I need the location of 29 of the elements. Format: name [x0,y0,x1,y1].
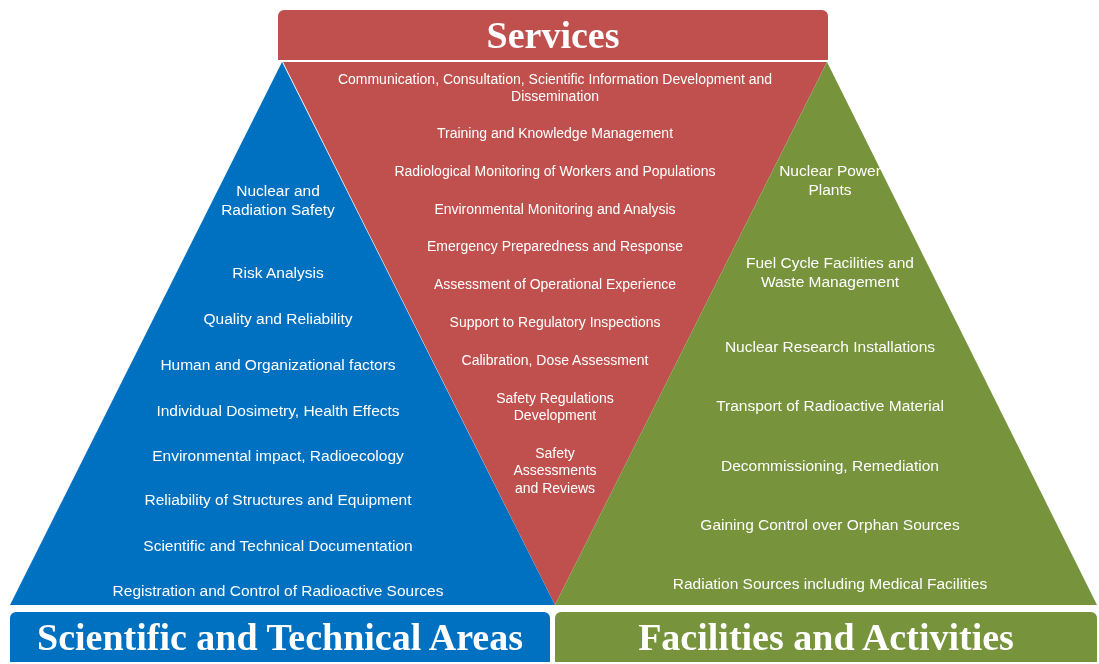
header-band: Facilities and Activities [555,612,1097,662]
list-item: Nuclear and Radiation Safety [220,180,336,220]
list-item: Quality and Reliability [203,309,353,329]
list-item: Scientific and Technical Documentation [143,536,413,556]
list-item: Calibration, Dose Assessment [461,352,649,370]
header-band: Scientific and Technical Areas [10,612,550,662]
list-item: Training and Knowledge Management [436,125,674,143]
list-item: Assessment of Operational Experience [434,276,676,294]
list-item: Registration and Control of Radioactive Sources [112,581,444,601]
list-item: Environmental impact, Radioecology [152,446,404,466]
list-item: Transport of Radioactive Material [716,396,944,416]
list-item: Decommissioning, Remediation [721,456,939,476]
list-item: Human and Organizational factors [160,355,396,375]
list-item: Communication, Consultation, Scientific Information Development and Dissemination [336,70,774,106]
list-item: Support to Regulatory Inspections [449,314,661,332]
list-item: Fuel Cycle Facilities and Waste Management [745,252,915,292]
list-item: Nuclear Power Plants [778,160,882,200]
list-item: Nuclear Research Installations [724,337,936,357]
list-item: Safety Assessments and Reviews [512,444,598,498]
list-item: Radiation Sources including Medical Facilities [672,574,988,594]
list-item: Radiological Monitoring of Workers and Populations [394,163,716,181]
list-item: Emergency Preparedness and Response [426,238,683,256]
header-band: Services [278,10,828,60]
list-item: Gaining Control over Orphan Sources [700,515,960,535]
list-item: Reliability of Structures and Equipment [144,490,412,510]
list-item: Safety Regulations Development [495,389,615,425]
list-item: Risk Analysis [232,263,324,283]
list-item: Individual Dosimetry, Health Effects [156,401,400,421]
list-item: Environmental Monitoring and Analysis [434,201,676,219]
